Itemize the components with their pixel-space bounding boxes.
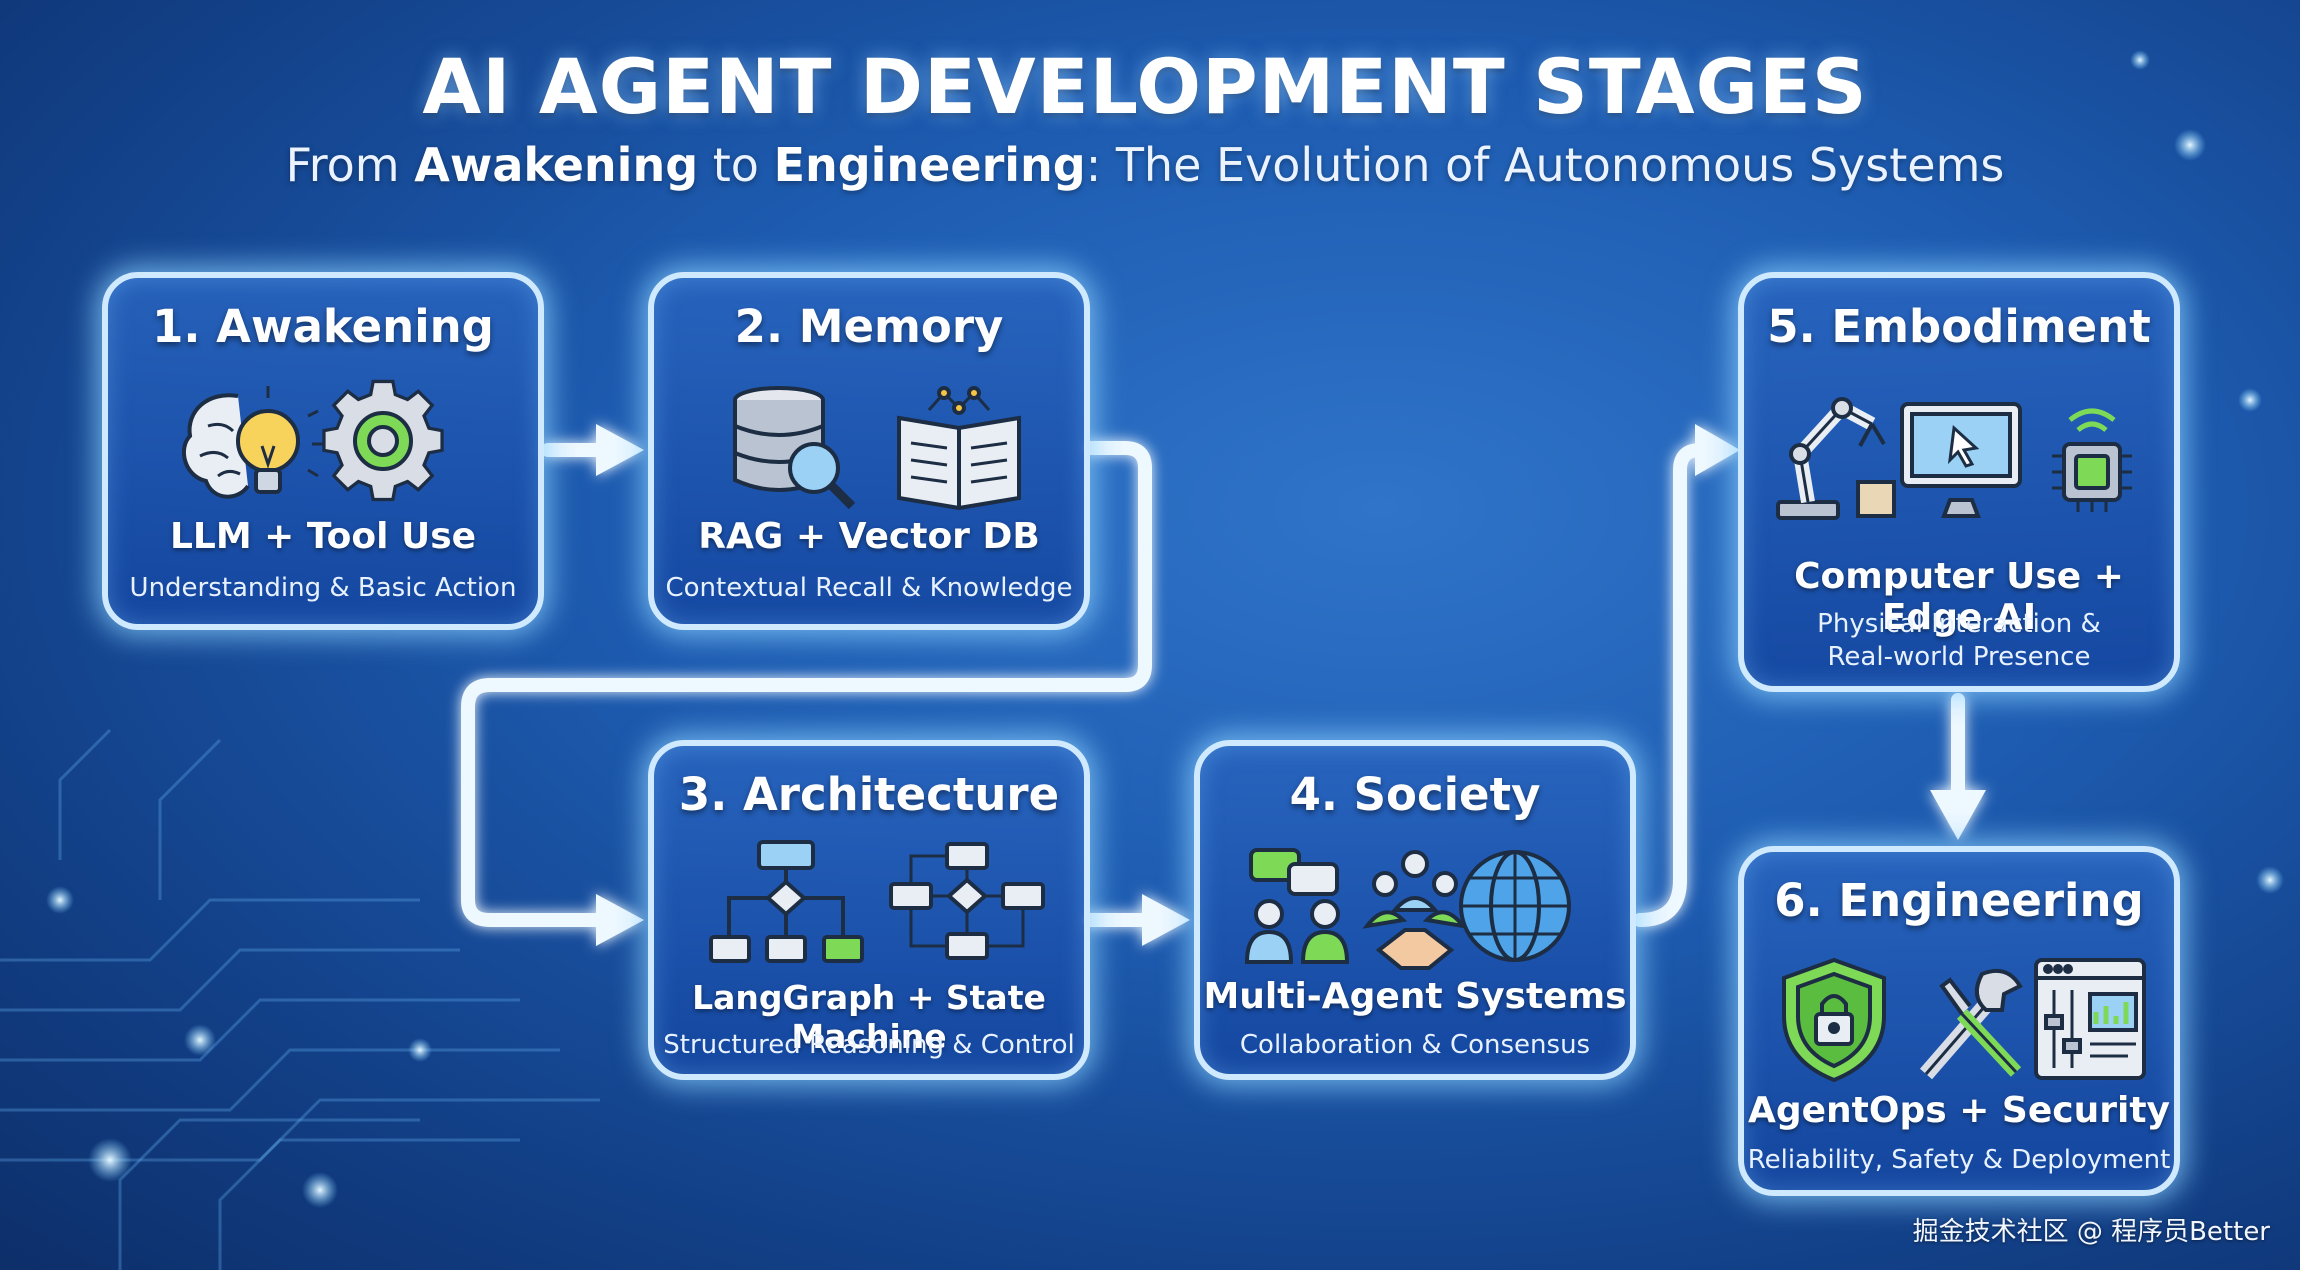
open-book-network-icon bbox=[897, 386, 1021, 511]
connector-4-5 bbox=[1633, 443, 1707, 927]
stage-title: 3. Architecture bbox=[678, 768, 1060, 821]
stage-description: Physical Interaction & Real-world Presen… bbox=[1744, 608, 2174, 674]
page-subtitle: From Awakening to Engineering: The Evolu… bbox=[0, 138, 2290, 192]
flowchart-loop-icon bbox=[889, 842, 1045, 960]
flowchart-tree-icon bbox=[709, 840, 1045, 963]
gear-icon bbox=[322, 379, 444, 502]
connector-2-3 bbox=[461, 441, 1152, 927]
subtitle-prefix: From bbox=[285, 138, 415, 192]
stage-icons bbox=[108, 378, 538, 508]
stage-title: 4. Society bbox=[1289, 768, 1541, 821]
stage-card-society: 4. Society bbox=[1194, 740, 1636, 1080]
stage-tech: LangGraph + State Machine bbox=[692, 978, 1046, 1056]
chip-wifi-icon bbox=[2052, 408, 2132, 512]
stage-tech: Computer Use + Edge AI bbox=[1794, 556, 2124, 638]
stage-tech: Multi-Agent Systems bbox=[1203, 976, 1627, 1017]
stage-card-memory: 2. Memory RAG + Vector DB Contextual Rec… bbox=[648, 272, 1090, 630]
stage-icons bbox=[654, 840, 1084, 972]
stage-icons bbox=[1744, 388, 2174, 528]
flow-connectors bbox=[461, 441, 1965, 927]
subtitle-suffix: : The Evolution of Autonomous Systems bbox=[1085, 138, 2005, 192]
stage-title: 6. Engineering bbox=[1774, 874, 2144, 927]
stage-title: 2. Memory bbox=[734, 300, 1004, 353]
subtitle-bold-awakening: Awakening bbox=[414, 138, 699, 192]
globe-icon bbox=[1459, 850, 1571, 962]
subtitle-bold-engineering: Engineering bbox=[773, 138, 1086, 192]
wrench-screwdriver-icon bbox=[1919, 969, 2023, 1080]
robot-arm-icon bbox=[1776, 397, 2132, 520]
stage-card-awakening: 1. Awakening LLM + Tool Use Understandin… bbox=[102, 272, 544, 630]
stage-icons bbox=[1200, 842, 1630, 972]
database-search-icon bbox=[733, 386, 1021, 511]
monitor-cursor-icon bbox=[1900, 402, 2022, 518]
page-title: AI AGENT DEVELOPMENT STAGES bbox=[422, 42, 1868, 131]
handshake-group-icon bbox=[1362, 850, 1468, 970]
stage-description: Structured Reasoning & Control bbox=[663, 1030, 1075, 1060]
stage-icons bbox=[654, 378, 1084, 511]
stage-title: 1. Awakening bbox=[152, 300, 494, 353]
stage-card-embodiment: 5. Embodiment bbox=[1738, 272, 2180, 692]
subtitle-mid: to bbox=[698, 138, 774, 192]
shield-lock-icon bbox=[1782, 957, 2146, 1083]
stage-icons bbox=[1744, 956, 2174, 1086]
dashboard-sliders-icon bbox=[2034, 958, 2146, 1080]
brain-lightbulb-icon bbox=[181, 379, 444, 502]
stage-card-architecture: 3. Architecture LangGraph + State Mac bbox=[648, 740, 1090, 1080]
stage-description: Collaboration & Consensus bbox=[1239, 1030, 1591, 1060]
flow-arrowheads bbox=[596, 424, 1986, 946]
stage-description: Understanding & Basic Action bbox=[129, 573, 517, 603]
circuit-traces bbox=[0, 728, 600, 1270]
stage-tech: RAG + Vector DB bbox=[698, 516, 1040, 557]
stage-card-engineering: 6. Engineering bbox=[1738, 846, 2180, 1196]
stage-description-line-2: Real-world Presence bbox=[1827, 642, 2091, 672]
stage-description: Contextual Recall & Knowledge bbox=[665, 573, 1073, 603]
stage-tech: AgentOps + Security bbox=[1748, 1090, 2170, 1131]
stage-tech: LLM + Tool Use bbox=[169, 516, 477, 557]
stage-title: 5. Embodiment bbox=[1767, 300, 2151, 353]
chatting-people-icon bbox=[1244, 848, 1571, 970]
watermark-text: 掘金技术社区 @ 程序员Better bbox=[1912, 1217, 2270, 1247]
stage-description: Reliability, Safety & Deployment bbox=[1747, 1145, 2171, 1175]
stage-description-line-1: Physical Interaction & bbox=[1817, 609, 2101, 639]
